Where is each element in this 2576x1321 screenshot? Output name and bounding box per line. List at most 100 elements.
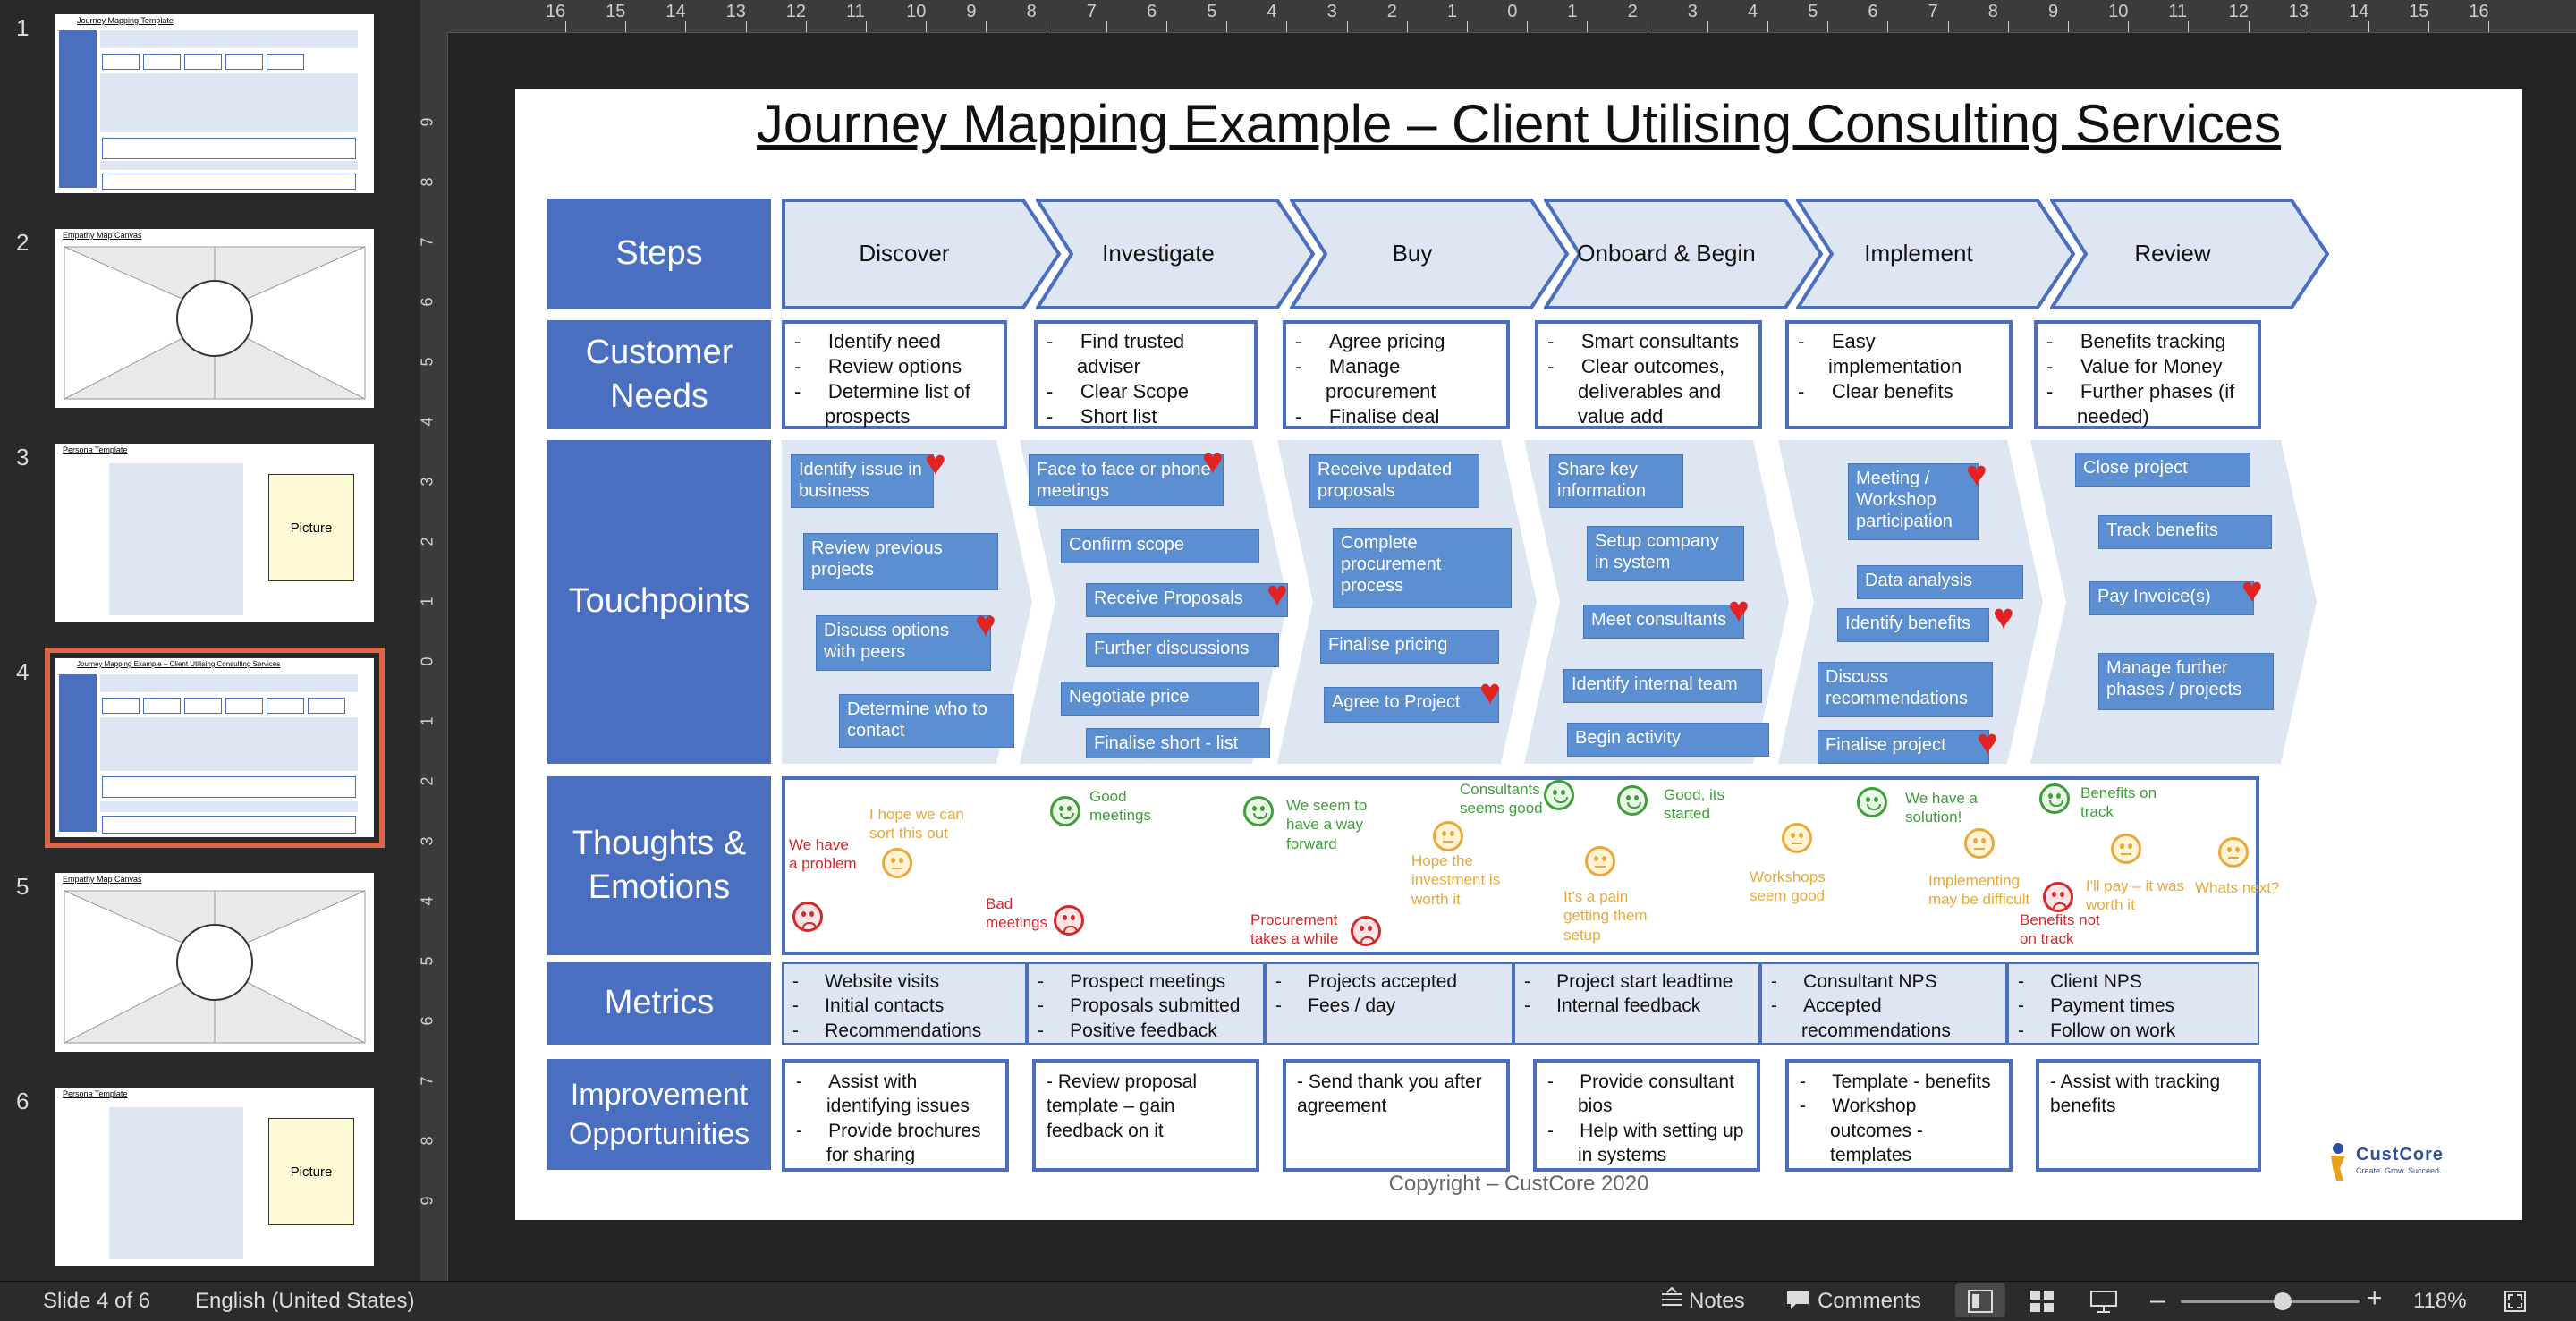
touchpoint-card[interactable]: Finalise project: [1818, 730, 1989, 764]
touchpoint-card[interactable]: Receive Proposals: [1086, 583, 1288, 617]
slide-thumbnail-6[interactable]: Persona Template Picture: [55, 1088, 374, 1266]
slide-canvas[interactable]: Journey Mapping Example – Client Utilisi…: [515, 89, 2522, 1220]
zoom-slider-track[interactable]: [2181, 1292, 2360, 1310]
touchpoint-card[interactable]: Meet consultants: [1583, 605, 1744, 639]
row-header-improvement[interactable]: Improvement Opportunities: [547, 1059, 771, 1170]
zoom-out-button[interactable]: –: [2150, 1285, 2165, 1315]
notes-button[interactable]: Notes: [1689, 1289, 1745, 1313]
touchpoint-card[interactable]: Identify internal team: [1563, 669, 1762, 703]
thought-text[interactable]: We seem to have a way forward: [1286, 797, 1368, 852]
thought-text[interactable]: Whats next?: [2195, 879, 2280, 896]
touchpoint-card[interactable]: Identify issue in business: [791, 454, 934, 508]
touchpoint-card[interactable]: Data analysis: [1857, 565, 2023, 599]
improvement-box[interactable]: - Template - benefits- Workshop outcomes…: [1785, 1059, 2012, 1172]
touchpoint-card[interactable]: Finalise short - list: [1086, 728, 1270, 758]
custcore-logo[interactable]: CustCore Create. Grow. Succeed.: [2320, 1141, 2472, 1181]
thought-text[interactable]: Consultants seems good: [1460, 781, 1543, 817]
customer-need-box[interactable]: - Find trusted adviser- Clear Scope- Sho…: [1034, 320, 1258, 429]
thought-text[interactable]: We have a solution!: [1905, 790, 1978, 826]
comments-button[interactable]: Comments: [1818, 1289, 1922, 1313]
metric-box[interactable]: - Website visits- Initial contacts- Reco…: [782, 962, 1027, 1045]
improvement-box[interactable]: - Assist with identifying issues- Provid…: [782, 1059, 1009, 1172]
step-chevron[interactable]: Review: [2050, 199, 2331, 309]
touchpoint-card[interactable]: Further discussions: [1086, 633, 1279, 667]
improvement-box[interactable]: - Send thank you after agreement: [1283, 1059, 1510, 1172]
step-chevron[interactable]: Onboard & Begin: [1544, 199, 1825, 309]
thought-text[interactable]: Workshops seem good: [1750, 868, 1826, 905]
row-header-metrics[interactable]: Metrics: [547, 962, 771, 1045]
thoughts-emotions-frame[interactable]: [782, 776, 2259, 955]
metric-box[interactable]: - Projects accepted- Fees / day: [1265, 962, 1513, 1045]
thought-text[interactable]: I'll pay – it was worth it: [2086, 877, 2185, 914]
touchpoint-card[interactable]: Discuss recommendations: [1818, 662, 1993, 717]
thought-text[interactable]: Implementing may be difficult: [1928, 872, 2030, 909]
touchpoint-card[interactable]: Complete procurement process: [1333, 528, 1512, 608]
thought-text[interactable]: It's a pain getting them setup: [1563, 888, 1648, 944]
zoom-level[interactable]: 118%: [2413, 1289, 2467, 1313]
thought-text[interactable]: Hope the investment is worth it: [1411, 852, 1501, 908]
metric-box[interactable]: - Client NPS- Payment times- Follow on w…: [2007, 962, 2259, 1045]
touchpoint-card[interactable]: Determine who to contact: [839, 694, 1014, 748]
thought-text[interactable]: Good, its started: [1664, 786, 1725, 823]
customer-need-box[interactable]: - Identify need- Review options- Determi…: [782, 320, 1007, 429]
thought-text[interactable]: Good meetings: [1089, 788, 1151, 825]
slide-thumbnail-4[interactable]: Journey Mapping Example – Client Utilisi…: [45, 648, 385, 848]
touchpoint-card[interactable]: Discuss options with peers: [816, 615, 991, 671]
customer-need-box[interactable]: - Smart consultants- Clear outcomes, del…: [1535, 320, 1762, 429]
touchpoint-card[interactable]: Negotiate price: [1061, 682, 1259, 716]
step-chevron[interactable]: Investigate: [1036, 199, 1317, 309]
touchpoint-card[interactable]: Confirm scope: [1061, 529, 1259, 563]
thought-text[interactable]: I hope we can sort this out: [869, 806, 964, 843]
touchpoint-card[interactable]: Close project: [2075, 453, 2250, 487]
metric-box[interactable]: - Project start leadtime- Internal feedb…: [1513, 962, 1760, 1045]
touchpoint-card[interactable]: Manage further phases / projects: [2098, 653, 2274, 710]
customer-need-box[interactable]: - Easy implementation- Clear benefits: [1785, 320, 2012, 429]
fit-to-window-button[interactable]: [2503, 1289, 2528, 1320]
slide-thumbnail-1[interactable]: Journey Mapping Template: [55, 14, 374, 193]
touchpoint-card[interactable]: Receive updated proposals: [1309, 454, 1479, 508]
metric-box[interactable]: - Consultant NPS- Accepted recommendatio…: [1760, 962, 2007, 1045]
normal-view-button[interactable]: [1955, 1283, 2005, 1317]
slide-thumbnail-2[interactable]: Empathy Map Canvas: [55, 229, 374, 408]
customer-need-box[interactable]: - Benefits tracking- Value for Money- Fu…: [2034, 320, 2261, 429]
slide-title[interactable]: Journey Mapping Example – Client Utilisi…: [756, 94, 2282, 154]
touchpoint-card[interactable]: Review previous projects: [803, 533, 998, 590]
touchpoint-card[interactable]: Share key information: [1549, 454, 1683, 508]
language-indicator[interactable]: English (United States): [195, 1289, 415, 1313]
thought-text[interactable]: Benefits on track: [2080, 784, 2157, 821]
step-chevron[interactable]: Implement: [1796, 199, 2077, 309]
improvement-box[interactable]: - Assist with tracking benefits: [2036, 1059, 2261, 1172]
touchpoint-card[interactable]: Identify benefits: [1837, 608, 1989, 642]
copyright-text[interactable]: Copyright – CustCore 2020: [1388, 1172, 1649, 1196]
thought-text[interactable]: Benefits not on track: [2020, 911, 2100, 948]
row-header-needs[interactable]: Customer Needs: [547, 320, 771, 429]
thought-text[interactable]: Procurement takes a while: [1250, 911, 1339, 948]
thought-text[interactable]: Bad meetings: [986, 895, 1047, 932]
slide-thumbnail-3[interactable]: Persona Template Picture: [55, 444, 374, 622]
row-header-touchpoints[interactable]: Touchpoints: [547, 440, 771, 764]
zoom-slider-thumb[interactable]: [2274, 1292, 2292, 1310]
touchpoint-card[interactable]: Track benefits: [2098, 515, 2272, 549]
touchpoint-card[interactable]: Setup company in system: [1587, 526, 1744, 581]
row-header-thoughts[interactable]: Thoughts & Emotions: [547, 776, 771, 955]
slideshow-button[interactable]: [2089, 1289, 2118, 1320]
improvement-box[interactable]: - Review proposal template – gain feedba…: [1032, 1059, 1259, 1172]
touchpoint-card[interactable]: Meeting / Workshop participation: [1848, 463, 1979, 540]
touchpoint-card[interactable]: Face to face or phone meetings: [1029, 454, 1224, 506]
touchpoint-card[interactable]: Begin activity: [1567, 723, 1769, 757]
touchpoint-card[interactable]: Finalise pricing: [1320, 630, 1499, 664]
row-header-steps[interactable]: Steps: [547, 199, 771, 309]
step-chevron[interactable]: Discover: [782, 199, 1063, 309]
improvement-box[interactable]: - Provide consultant bios- Help with set…: [1533, 1059, 1760, 1172]
customer-need-box[interactable]: - Agree pricing- Manage procurement- Fin…: [1283, 320, 1510, 429]
touchpoint-card[interactable]: Pay Invoice(s): [2089, 581, 2254, 615]
metric-box[interactable]: - Prospect meetings- Proposals submitted…: [1027, 962, 1265, 1045]
zoom-in-button[interactable]: +: [2367, 1283, 2383, 1313]
touchpoint-card[interactable]: Agree to Project: [1324, 687, 1499, 723]
step-chevron[interactable]: Buy: [1290, 199, 1571, 309]
slide-sorter-button[interactable]: [2029, 1289, 2055, 1320]
slide-thumbnail-5[interactable]: Empathy Map Canvas: [55, 873, 374, 1052]
thought-text[interactable]: We have a problem: [789, 836, 857, 873]
